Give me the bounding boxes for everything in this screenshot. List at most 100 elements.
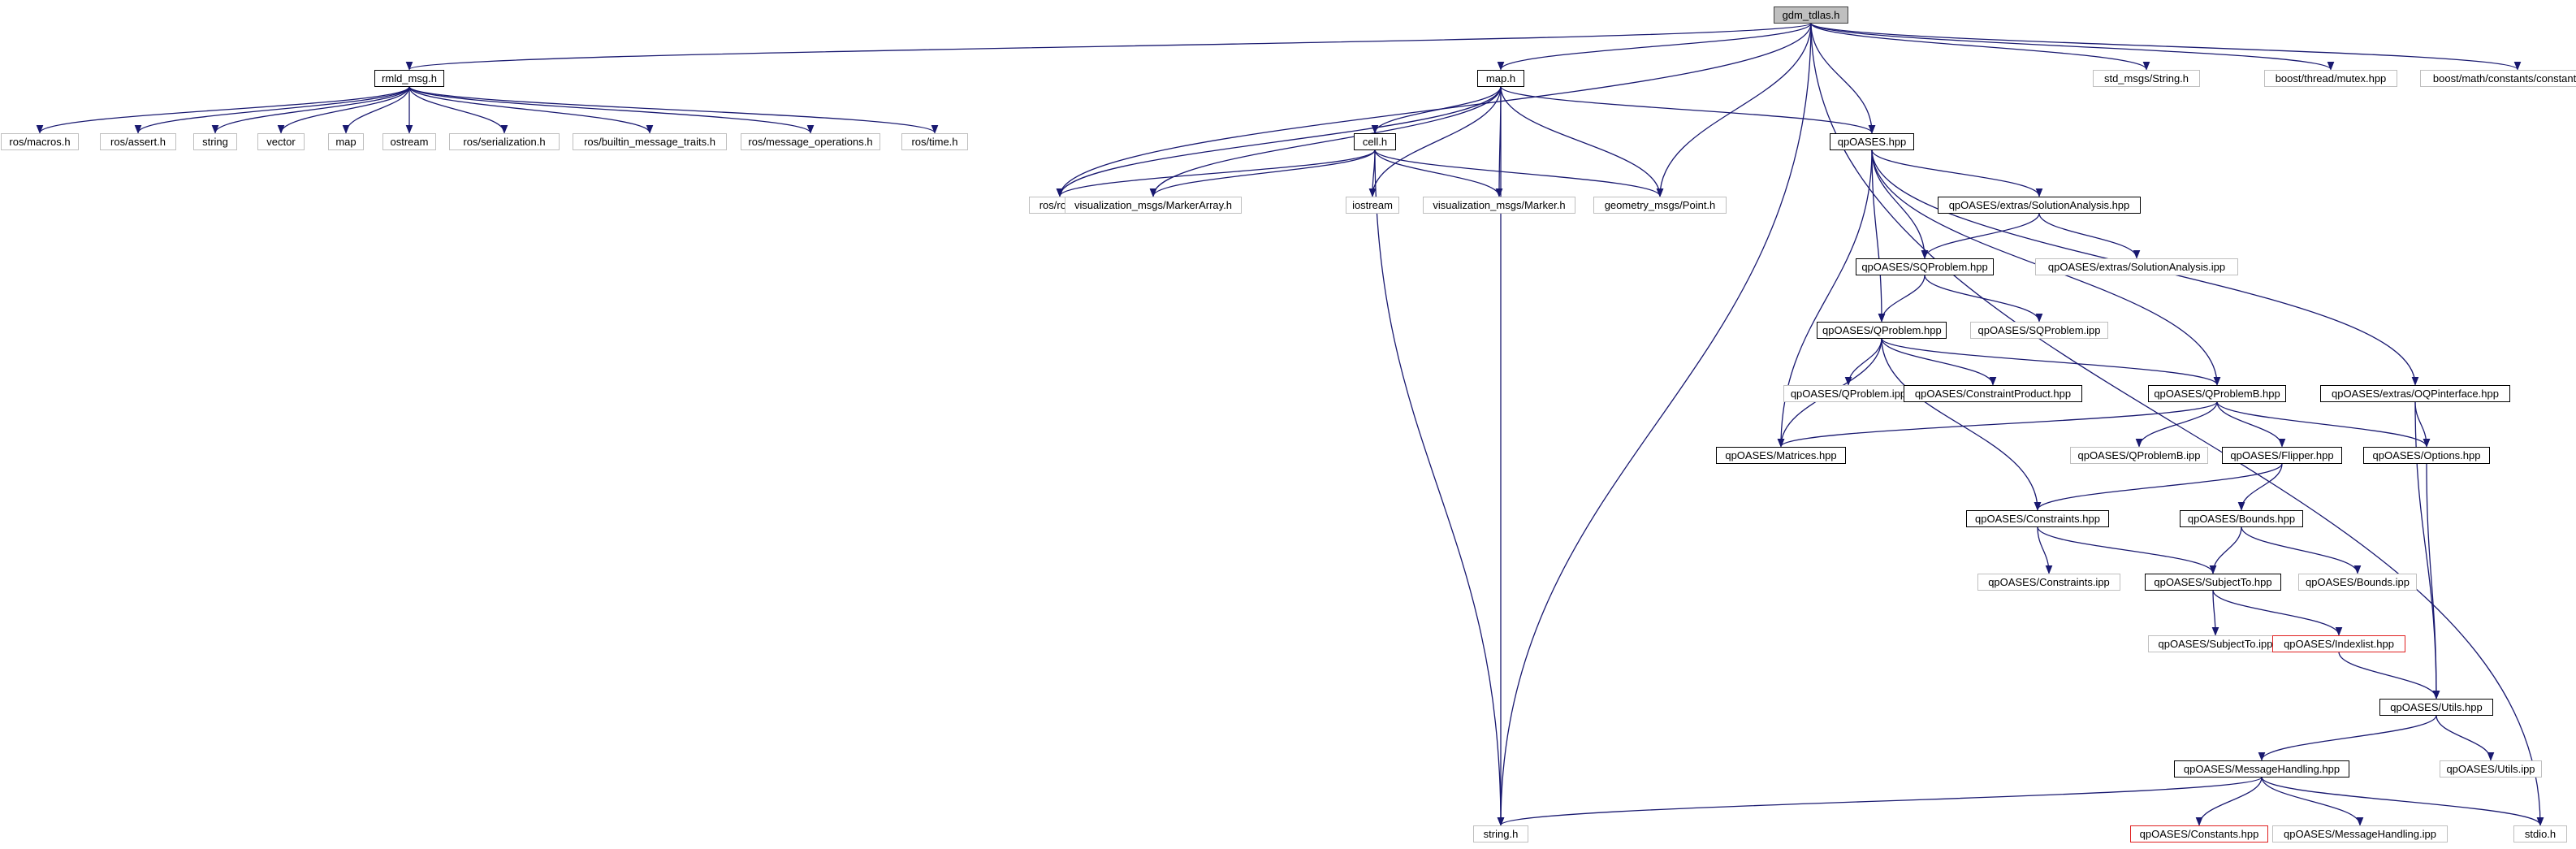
arrowhead-qpoases-to-sol_analysis [2035,188,2043,197]
edge-rmld_msg-to-ros_assert [137,86,410,133]
arrowhead-map_h-to-qpoases [1868,125,1876,134]
edge-utils-to-utils_ipp [2436,715,2492,760]
arrowhead-gdm_tdlas-to-boost_constants [2513,62,2522,71]
arrowhead-gdm_tdlas-to-boost_mutex [2327,62,2335,71]
edge-rmld_msg-to-string_std [214,86,410,133]
node-sqproblem[interactable]: qpOASES/SQProblem.hpp [1856,258,1994,275]
node-string-h: string.h [1473,825,1528,843]
edge-qpoases-to-sol_analysis [1871,149,2040,197]
edge-qproblem-to-qproblem_ipp [1848,338,1882,385]
arrowhead-qproblem-to-constraint_product [1989,377,1997,386]
node-indexlist[interactable]: qpOASES/Indexlist.hpp [2272,635,2405,652]
edge-gdm_tdlas-to-stdio_h [1810,23,2541,825]
node-utils[interactable]: qpOASES/Utils.hpp [2379,698,2493,716]
node-ostream: ostream [383,132,436,150]
edge-msg_handling-to-string_h [1500,776,2263,826]
node-map-h[interactable]: map.h [1477,69,1524,87]
node-bounds[interactable]: qpOASES/Bounds.hpp [2180,509,2303,527]
arrowhead-options-to-utils [2432,691,2440,700]
edge-rmld_msg-to-ros_serialization [408,86,505,133]
node-qproblem[interactable]: qpOASES/QProblem.hpp [1817,321,1947,339]
node-constraints[interactable]: qpOASES/Constraints.hpp [1966,509,2109,527]
edge-qproblemb-to-matrices [1780,401,2218,448]
node-constants[interactable]: qpOASES/Constants.hpp [2130,825,2268,843]
node-ros-builtin: ros/builtin_message_traits.h [573,132,727,150]
node-subjectto[interactable]: qpOASES/SubjectTo.hpp [2145,573,2281,591]
arrowhead-gdm_tdlas-to-std_string [2142,62,2150,71]
node-sol-analysis[interactable]: qpOASES/extras/SolutionAnalysis.hpp [1938,196,2141,214]
edge-map_h-to-iostream [1372,86,1502,197]
edge-flipper-to-bounds [2241,463,2283,510]
dependency-edges [36,22,2544,826]
node-boost-constants: boost/math/constants/constants.hpp [2420,69,2576,87]
edge-rmld_msg-to-vector [280,86,410,133]
edge-rmld_msg-to-ros_builtin [408,86,650,133]
edge-options-to-utils [2426,463,2437,699]
node-oqp-interface[interactable]: qpOASES/extras/OQPinterface.hpp [2320,384,2510,402]
node-options[interactable]: qpOASES/Options.hpp [2363,446,2490,464]
arrowhead-constraints-to-constraints_ipp [2045,565,2053,574]
edge-gdm_tdlas-to-geom_point [1659,23,1812,197]
edge-rmld_msg-to-map_std [345,86,410,133]
edge-gdm_tdlas-to-boost_constants [1810,22,2518,71]
node-qpoases[interactable]: qpOASES.hpp [1830,132,1914,150]
node-stdio-h: stdio.h [2513,825,2567,843]
edge-constraints-to-subjectto [2037,526,2214,574]
arrowhead-msg_handling-to-stdio_h [2536,817,2544,826]
edge-cell_h-to-geom_point [1374,149,1661,197]
edge-rmld_msg-to-ros_time [408,85,936,134]
edge-bounds-to-bounds_ipp [2241,526,2358,574]
edge-flipper-to-constraints [2037,463,2283,510]
edge-qproblem-to-constraint_product [1881,338,1994,385]
edge-cell_h-to-viz_marker [1374,149,1500,197]
arrowhead-flipper-to-constraints [2034,502,2042,511]
node-matrices[interactable]: qpOASES/Matrices.hpp [1716,446,1846,464]
node-cell-h[interactable]: cell.h [1354,132,1396,150]
edge-gdm_tdlas-to-boost_mutex [1810,22,2332,71]
node-msg-handling-ipp: qpOASES/MessageHandling.ipp [2272,825,2448,843]
edge-qproblemb-to-options [2216,401,2427,447]
node-ros-assert: ros/assert.h [100,132,176,150]
arrowhead-rmld_msg-to-ros_msgops [806,125,815,134]
edge-qproblem-to-qproblemb [1881,338,2218,385]
node-boost-mutex: boost/thread/mutex.hpp [2264,69,2397,87]
arrowhead-rmld_msg-to-string_std [211,125,219,134]
edge-map_h-to-ros_ros [1059,86,1502,197]
edge-map_h-to-qpoases [1500,85,1873,134]
edge-msg_handling-to-msg_handling_ipp [2261,777,2361,825]
edge-sol_analysis-to-sol_analysis_ipp [2038,213,2137,258]
node-geom-point: geometry_msgs/Point.h [1593,196,1727,214]
node-rmld-msg[interactable]: rmld_msg.h [374,69,444,87]
node-constraint-product[interactable]: qpOASES/ConstraintProduct.hpp [1904,384,2082,402]
arrowhead-qproblemb-to-qproblemb_ipp [2135,439,2143,448]
arrowhead-rmld_msg-to-map_std [342,125,350,134]
arrowhead-flipper-to-bounds [2237,502,2245,511]
arrowhead-msg_handling-to-string_h [1497,817,1505,826]
node-std-string: std_msgs/String.h [2093,69,2200,87]
edge-gdm_tdlas-to-rmld_msg [408,22,1812,71]
node-gdm-tdlas: gdm_tdlas.h [1774,6,1848,24]
node-viz-marker: visualization_msgs/Marker.h [1423,196,1575,214]
arrowhead-bounds-to-bounds_ipp [2353,565,2362,574]
node-flipper[interactable]: qpOASES/Flipper.hpp [2222,446,2342,464]
edge-subjectto-to-indexlist [2212,590,2340,635]
node-subjectto-ipp: qpOASES/SubjectTo.ipp [2148,635,2283,652]
node-iostream: iostream [1346,196,1399,214]
arrowhead-sol_analysis-to-sqproblem [1921,250,1929,259]
edge-gdm_tdlas-to-string_h [1500,23,1812,825]
edge-map_h-to-viz_markerarray [1152,86,1502,197]
arrowhead-subjectto-to-indexlist [2335,627,2343,636]
node-ros-macros: ros/macros.h [1,132,79,150]
node-map-std: map [328,132,364,150]
edge-cell_h-to-viz_markerarray [1152,149,1376,197]
arrowhead-rmld_msg-to-ros_time [931,125,939,134]
node-qproblemb[interactable]: qpOASES/QProblemB.hpp [2148,384,2286,402]
arrowhead-msg_handling-to-constants [2195,817,2203,826]
node-string-std: string [193,132,237,150]
edge-qpoases-to-qproblem [1871,149,1882,322]
arrowhead-rmld_msg-to-ros_assert [134,125,142,134]
arrowhead-rmld_msg-to-ros_builtin [646,125,654,134]
node-msg-handling[interactable]: qpOASES/MessageHandling.hpp [2174,760,2349,778]
arrowhead-gdm_tdlas-to-rmld_msg [405,62,413,71]
